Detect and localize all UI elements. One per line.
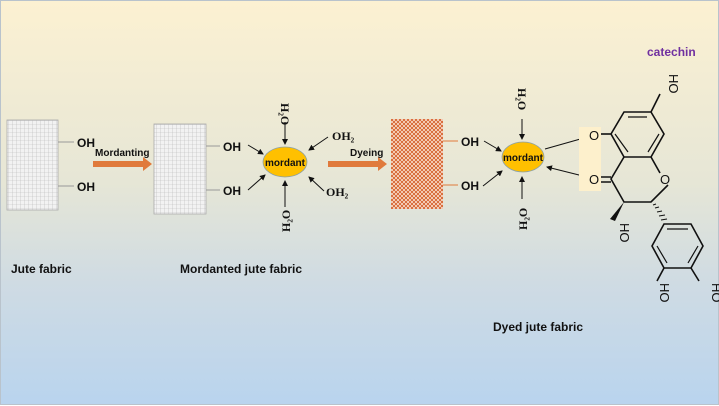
mordant-ellipse (262, 146, 308, 178)
jute-fabric: OH OH (6, 119, 95, 211)
catechin-structure: catechin O O O HO HO HO (579, 45, 719, 303)
hydroxyl-label: OH (77, 180, 95, 194)
mordant-label: mordant (265, 158, 306, 169)
hydroxyl-label: OH (461, 179, 479, 193)
carbonyl-oxygen-label: O (589, 172, 599, 187)
hydroxyl-label: HO (709, 283, 719, 303)
binding-site-highlight (579, 127, 601, 191)
hydroxyl-label: HO (617, 223, 632, 243)
dyeing-arrow: Dyeing (328, 148, 387, 171)
mordanted-fabric: OH OH (153, 123, 241, 215)
ring-oxygen-label: O (660, 172, 670, 187)
hydroxyl-label: OH (77, 136, 95, 150)
hydroxyl-label: HO (666, 74, 681, 94)
mordanting-label: Mordanting (95, 148, 149, 159)
mordant-label: mordant (503, 153, 544, 164)
water-label: H₂O (279, 210, 293, 232)
water-label: H₂O (516, 208, 530, 230)
mordant-complex-1: mordant H₂O H₂O OH₂ OH₂ (247, 103, 355, 232)
mordant-ellipse (501, 141, 545, 173)
dyeing-label: Dyeing (350, 148, 383, 159)
mordanted-fabric-label: Mordanted jute fabric (180, 262, 302, 276)
aqua-label: OH₂ (332, 129, 355, 143)
hydroxyl-label: OH (223, 140, 241, 154)
water-label: H₂O (278, 103, 292, 125)
hydroxyl-label: OH (461, 135, 479, 149)
mordanting-arrow: Mordanting (93, 148, 152, 171)
aqua-label: OH₂ (326, 185, 349, 199)
dyed-fabric: OH OH (391, 119, 479, 209)
oxygen-label: O (589, 128, 599, 143)
hydroxyl-label: OH (223, 184, 241, 198)
dyed-fabric-label: Dyed jute fabric (493, 320, 583, 334)
water-label: H₂O (515, 88, 529, 110)
hydroxyl-label: HO (657, 283, 672, 303)
catechin-label: catechin (647, 45, 696, 59)
mordant-complex-2: mordant H₂O H₂O (482, 88, 592, 230)
jute-fabric-label: Jute fabric (11, 262, 72, 276)
